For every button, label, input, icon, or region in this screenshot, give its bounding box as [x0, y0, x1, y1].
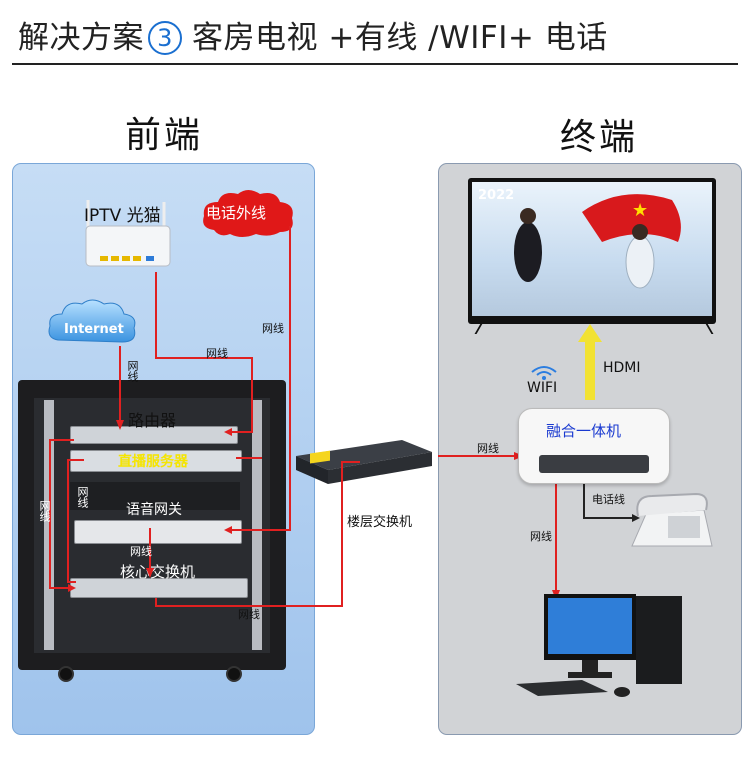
internet-cloud: Internet — [46, 296, 138, 344]
cable-label: 网线 — [38, 500, 51, 522]
cable-label: 网线 — [238, 608, 260, 621]
cable-server-core — [67, 459, 84, 583]
router-label: 路由器 — [128, 411, 177, 430]
phone-line-label: 电话外线 — [206, 204, 267, 222]
phone-cable-label: 电话线 — [592, 493, 625, 506]
cable-label: 网线 — [477, 442, 499, 455]
modem-icon — [85, 200, 171, 267]
title-number-badge: 3 — [148, 21, 182, 55]
live-server-label: 直播服务器 — [118, 454, 188, 470]
svg-text:★: ★ — [632, 200, 648, 221]
box-ports — [539, 455, 649, 473]
switch-icon — [296, 440, 432, 484]
internet-label: Internet — [64, 322, 124, 337]
rack-rail-right — [252, 400, 262, 650]
phone-line-cloud: 电话外线 — [200, 188, 296, 238]
voice-gateway-label: 语音网关 — [126, 502, 182, 518]
core-switch-label: 核心交换机 — [120, 563, 196, 581]
cable-label: 网线 — [262, 322, 284, 335]
cable-box-phone — [583, 478, 636, 519]
rack-shelf — [70, 482, 240, 510]
tv-year: 2022 — [478, 188, 515, 203]
cable-iptv-router — [155, 272, 253, 433]
cloud-icon — [48, 299, 136, 343]
cable-phone-gateway — [232, 226, 291, 531]
cable-router-core — [49, 439, 74, 589]
cable-label: 网线 — [126, 360, 139, 382]
rack-wheel — [226, 666, 242, 682]
cable-label: 网线 — [130, 545, 152, 558]
cable-label: 网线 — [206, 347, 228, 360]
iptv-modem — [80, 198, 176, 272]
wifi-icon — [530, 364, 558, 384]
iptv-label: IPTV 光猫 — [84, 206, 161, 226]
front-heading: 前端 — [125, 115, 204, 156]
fusion-box-label: 融合一体机 — [546, 422, 622, 440]
fusion-box — [518, 408, 670, 484]
tv-screen: ★ 2022 — [472, 182, 712, 316]
router-unit — [70, 426, 238, 444]
terminal-heading: 终端 — [560, 117, 639, 158]
rack-wheel — [58, 666, 74, 682]
floor-switch — [292, 436, 434, 488]
floor-switch-label: 楼层交换机 — [347, 515, 413, 530]
cable-core-floor — [155, 461, 360, 607]
voice-gateway-unit — [74, 520, 242, 544]
title-main: 解决方案 — [18, 20, 144, 56]
cloud-shape-icon — [203, 190, 293, 237]
title-subtitle: 客房电视 +有线 /WIFI+ 电话 — [192, 20, 608, 56]
cable-label: 网线 — [76, 486, 89, 508]
wifi-label: WIFI — [527, 380, 558, 396]
cable-label: 网线 — [530, 530, 552, 543]
telephone-icon — [624, 486, 716, 566]
title-divider — [12, 63, 738, 65]
tv-picture: ★ — [514, 194, 681, 289]
hdmi-label: HDMI — [603, 360, 641, 376]
computer-icon — [512, 588, 692, 708]
